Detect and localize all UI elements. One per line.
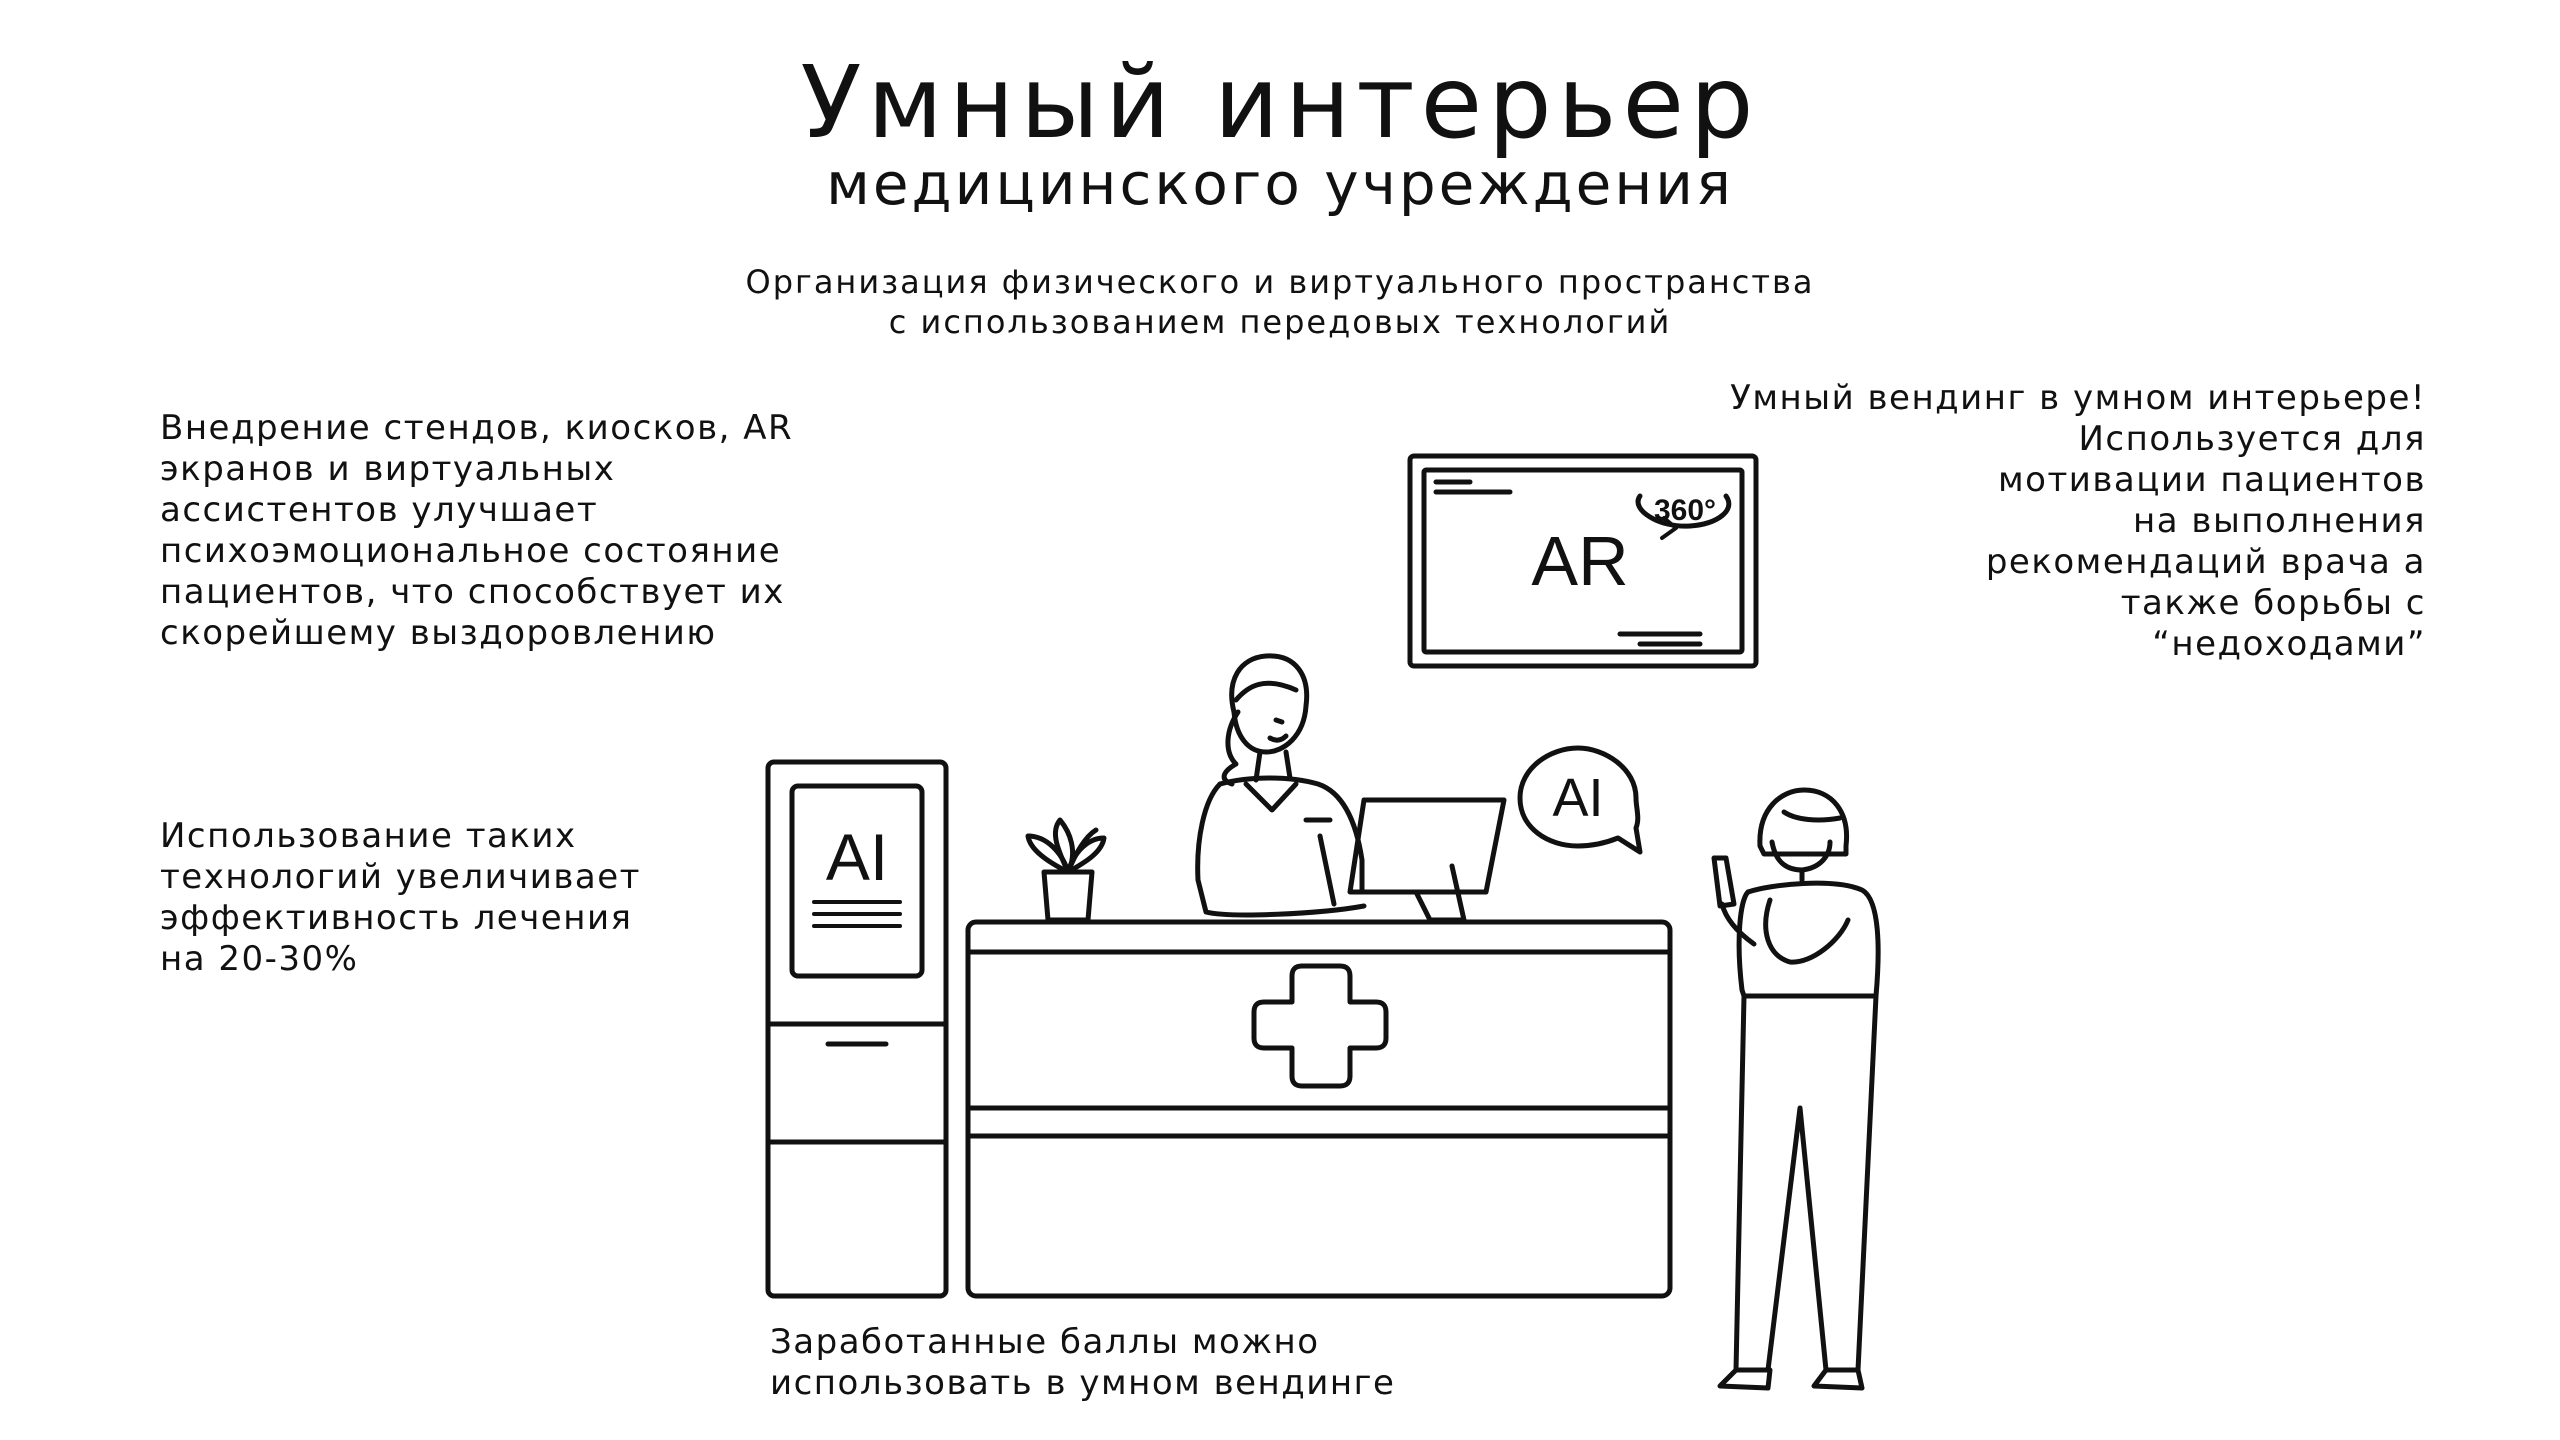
kiosk-label: AI <box>826 820 888 894</box>
text-line: мотивации пациентов <box>1998 460 2426 500</box>
bubble-label: AI <box>1552 768 1603 828</box>
text-line: использовать в умном вендинге <box>770 1363 1396 1403</box>
receptionist-figure <box>1195 653 1367 918</box>
tagline-line: Организация физического и виртуального п… <box>745 263 1815 301</box>
page-subtitle: медицинского учреждения <box>826 150 1734 218</box>
reception-desk <box>965 919 1673 1299</box>
plant-icon <box>1025 817 1107 923</box>
text-line: “недоходами” <box>2152 624 2426 664</box>
ar-screen-label: AR <box>1531 522 1628 600</box>
text-block-stands: Внедрение стендов, киосков, AR экранов и… <box>160 408 920 654</box>
text-block-vending: Умный вендинг в умном интерьере! Использ… <box>1526 378 2426 665</box>
patient-figure <box>1711 787 1881 1391</box>
tagline-line: с использованием передовых технологий <box>888 303 1672 341</box>
text-line: Умный вендинг в умном интерьере! <box>1730 378 2426 418</box>
text-line: эффективность лечения <box>160 898 633 938</box>
text-line: Внедрение стендов, киосков, AR <box>160 408 794 448</box>
text-block-efficiency: Использование таких технологий увеличива… <box>160 816 760 980</box>
ai-kiosk: AI <box>765 759 949 1299</box>
ai-speech-bubble: AI <box>1517 745 1643 855</box>
text-line: на 20-30% <box>160 939 359 979</box>
ar-wall-screen: AR 360° <box>1407 453 1759 669</box>
text-block-points: Заработанные баллы можно использовать в … <box>770 1322 1590 1404</box>
text-line: Используется для <box>2078 419 2426 459</box>
tagline: Организация физического и виртуального п… <box>0 262 2560 342</box>
medical-cross-icon <box>1251 963 1389 1089</box>
ar-screen-badge: 360° <box>1654 494 1716 527</box>
text-line: пациентов, что способствует их <box>160 572 785 612</box>
text-line: психоэмоциональное состояние <box>160 531 782 571</box>
text-line: рекомендаций врача а <box>1985 542 2426 582</box>
text-line: также борьбы с <box>2120 583 2426 623</box>
text-line: скорейшему выздоровлению <box>160 613 717 653</box>
text-line: технологий увеличивает <box>160 857 641 897</box>
page-title: Умный интерьер <box>800 44 1760 161</box>
text-line: на выполнения <box>2133 501 2426 541</box>
computer-monitor <box>1347 797 1507 923</box>
text-line: Заработанные баллы можно <box>770 1322 1320 1362</box>
text-line: ассистентов улучшает <box>160 490 599 530</box>
rotate-360-icon <box>1635 493 1732 540</box>
text-line: экранов и виртуальных <box>160 449 616 489</box>
text-line: Использование таких <box>160 816 577 856</box>
